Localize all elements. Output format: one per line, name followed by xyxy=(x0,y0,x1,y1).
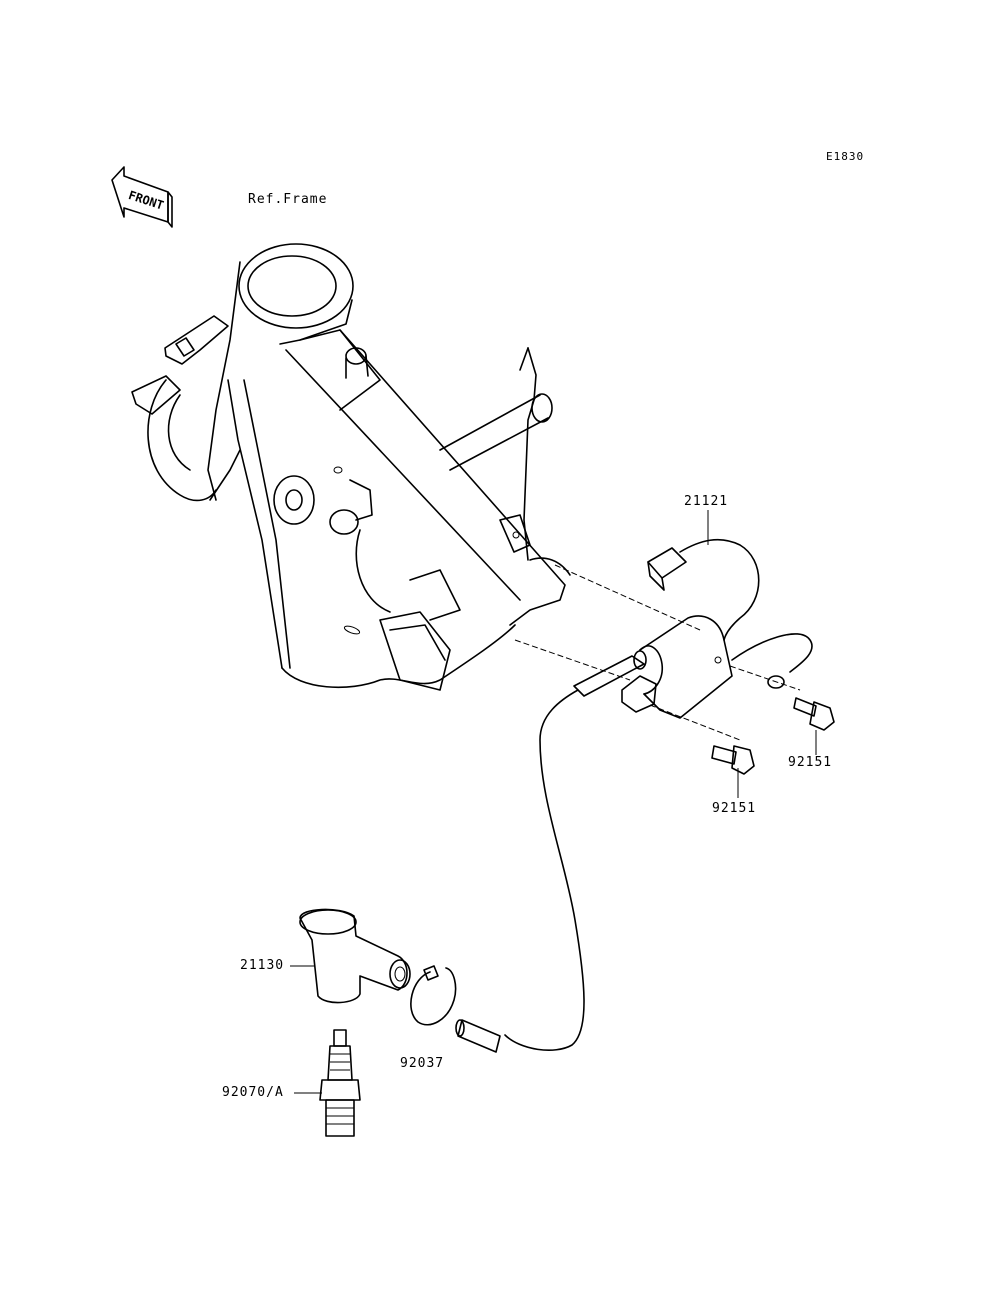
part-label-bolt-lower: 92151 xyxy=(712,801,757,816)
lead-end-sleeve xyxy=(455,1019,501,1053)
bolt-lower xyxy=(711,745,755,775)
front-arrow-icon: FRONT xyxy=(111,166,173,228)
part-label-bolt-upper: 92151 xyxy=(788,755,833,770)
leader-lines xyxy=(290,510,817,1094)
ref-frame-label: Ref.Frame xyxy=(248,192,328,207)
diagram-code: E1830 xyxy=(826,150,865,163)
part-label-clamp: 92037 xyxy=(400,1056,445,1071)
part-label-plug: 92070/A xyxy=(222,1085,284,1100)
part-label-coil: 21121 xyxy=(684,494,729,509)
bolt-upper xyxy=(793,697,835,731)
plug-cap xyxy=(299,908,411,1004)
part-label-cap: 21130 xyxy=(240,958,285,973)
clamp xyxy=(410,965,457,1026)
frame-drawing xyxy=(131,243,571,691)
ignition-coil xyxy=(504,538,813,1051)
spark-plug xyxy=(319,1029,361,1137)
svg-text:FRONT: FRONT xyxy=(127,188,166,212)
